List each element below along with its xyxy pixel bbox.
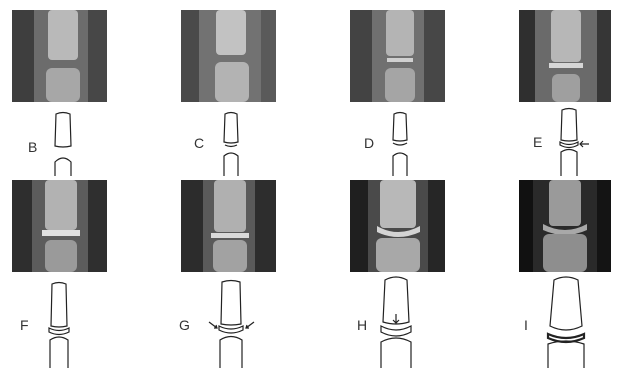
xray-image-g [181, 180, 276, 272]
xray-image-h [350, 180, 445, 272]
xray-image-f [12, 180, 107, 272]
xray-d-drawing [350, 10, 445, 102]
xray-f-drawing [12, 180, 107, 272]
bone-sketch-i [538, 274, 594, 368]
bone-sketch-h [371, 274, 421, 368]
xray-image-c [181, 10, 276, 102]
panel-label-d: D [364, 136, 374, 150]
panel-label-g: G [179, 318, 190, 332]
panel-label-h: H [357, 318, 367, 332]
xray-g-drawing [181, 180, 276, 272]
bone-sketch-e-drawing [553, 106, 593, 176]
xray-c-drawing [181, 10, 276, 102]
bone-sketch-b [48, 110, 78, 176]
xray-image-e [519, 10, 611, 102]
panel-label-b: B [28, 140, 37, 154]
xray-image-d [350, 10, 445, 102]
xray-image-i [519, 180, 611, 272]
bone-sketch-f [42, 280, 76, 368]
xray-h-drawing [350, 180, 445, 272]
bone-sketch-d [385, 110, 415, 176]
bone-sketch-c-drawing [216, 110, 246, 176]
bone-sketch-g-drawing [206, 278, 258, 368]
bone-sketch-h-drawing [371, 274, 421, 368]
bone-sketch-f-drawing [42, 280, 76, 368]
bone-sketch-b-drawing [48, 110, 78, 176]
bone-sketch-d-drawing [385, 110, 415, 176]
xray-image-b [12, 10, 107, 102]
panel-label-e: E [533, 135, 542, 149]
xray-e-drawing [519, 10, 611, 102]
panel-label-f: F [20, 318, 29, 332]
xray-i-drawing [519, 180, 611, 272]
bone-sketch-c [216, 110, 246, 176]
panel-label-c: C [194, 136, 204, 150]
panel-label-i: I [524, 318, 528, 332]
bone-sketch-e [553, 106, 593, 176]
xray-b-drawing [12, 10, 107, 102]
bone-sketch-g [206, 278, 258, 368]
bone-sketch-i-drawing [538, 274, 594, 368]
